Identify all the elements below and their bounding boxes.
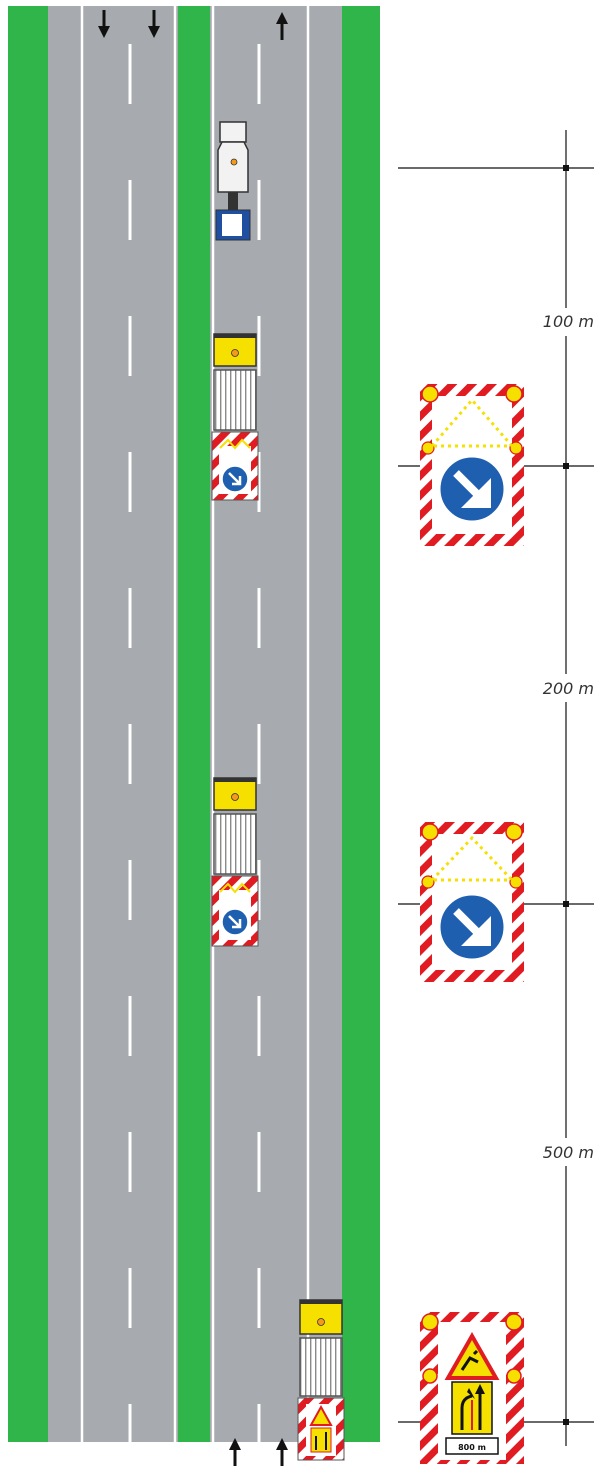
up-arrow-icon: [276, 1438, 288, 1466]
dimension-lines: 100 m 200 m 500 m: [398, 130, 594, 1446]
up-arrow-icon: [229, 1438, 241, 1466]
protection-vehicle-icon: [211, 777, 259, 947]
sweeper-truck-icon: [215, 121, 251, 241]
down-arrow-icon: [98, 10, 110, 38]
lane-dividers: [128, 44, 261, 1442]
edge-lines: [80, 6, 310, 1442]
right-verge: [342, 6, 380, 1442]
road: [8, 6, 380, 1466]
direction-arrows: [98, 10, 288, 1466]
distance-plate-text: 800 m: [458, 1443, 486, 1452]
median-strip: [178, 6, 210, 1442]
keep-right-arrow-panel-icon: [420, 384, 524, 546]
down-arrow-icon: [148, 10, 160, 38]
distance-label-100: 100 m: [543, 312, 594, 331]
distance-label-500: 500 m: [543, 1143, 594, 1162]
keep-right-arrow-panel-icon: [420, 822, 524, 982]
warning-vehicle-icon: [297, 1299, 345, 1461]
distance-label-200: 200 m: [543, 679, 594, 698]
protection-vehicle-icon: [211, 333, 259, 501]
up-arrow-icon: [276, 12, 288, 40]
left-carriageway: [48, 6, 178, 1442]
left-verge: [8, 6, 48, 1442]
roadworks-lane-closure-panel-icon: 800 m: [420, 1312, 524, 1464]
right-carriageway: [210, 6, 342, 1442]
